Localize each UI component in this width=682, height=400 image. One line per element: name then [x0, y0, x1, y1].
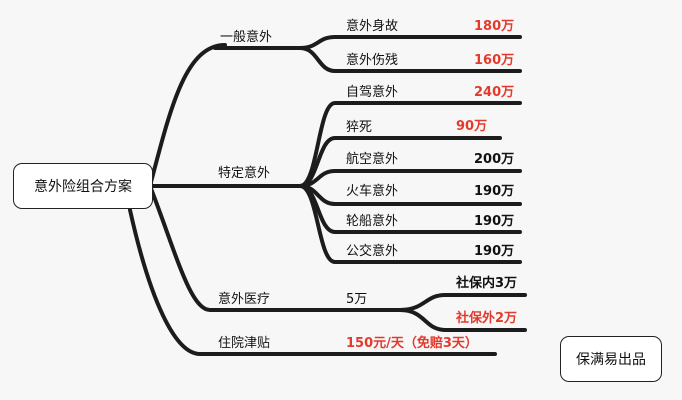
general-item-2-amount: 160万	[474, 53, 515, 68]
connector-general	[148, 43, 227, 188]
special-item-6-amount: 190万	[474, 244, 515, 259]
connector-general-2	[298, 46, 522, 73]
hospital-amount: 150元/天（免赔3天）	[346, 336, 478, 351]
special-item-1-amount: 240万	[474, 85, 515, 100]
branch-hospital-label: 住院津贴	[218, 336, 271, 351]
branch-special-label: 特定意外	[218, 166, 271, 181]
root-label: 意外险组合方案	[34, 179, 132, 195]
connector-hospital	[128, 208, 332, 356]
brand-label: 保满易出品	[576, 352, 646, 368]
branch-medical-label: 意外医疗	[218, 292, 271, 307]
connector-medical-1	[398, 293, 527, 312]
special-item-5-label: 轮船意外	[346, 214, 399, 229]
connector-special-1	[298, 101, 522, 188]
special-item-2-amount: 90万	[456, 119, 488, 134]
brand-box: 保满易出品	[560, 336, 662, 382]
general-item-1-label: 意外身故	[346, 19, 399, 34]
medical-amount: 5万	[346, 292, 368, 307]
connector-general-1	[298, 35, 522, 50]
connector-medical-2	[398, 308, 527, 332]
special-item-2-label: 猝死	[346, 120, 373, 135]
general-item-1-amount: 180万	[474, 19, 515, 34]
special-item-5-amount: 190万	[474, 214, 515, 229]
special-item-3-label: 航空意外	[346, 152, 399, 167]
connector-special-2	[298, 136, 502, 188]
special-item-3-amount: 200万	[474, 152, 515, 167]
special-item-4-label: 火车意外	[346, 184, 399, 199]
root-node: 意外险组合方案	[13, 163, 153, 209]
special-item-1-label: 自驾意外	[346, 85, 399, 100]
special-item-4-amount: 190万	[474, 184, 515, 199]
special-item-6-label: 公交意外	[346, 244, 399, 259]
general-item-2-label: 意外伤残	[346, 53, 399, 68]
connector-medical	[148, 184, 302, 312]
medical-item-2-label: 社保外2万	[456, 311, 518, 326]
branch-general-label: 一般意外	[220, 30, 273, 45]
connector-special-6	[298, 184, 522, 264]
medical-item-1-label: 社保内3万	[456, 276, 518, 291]
